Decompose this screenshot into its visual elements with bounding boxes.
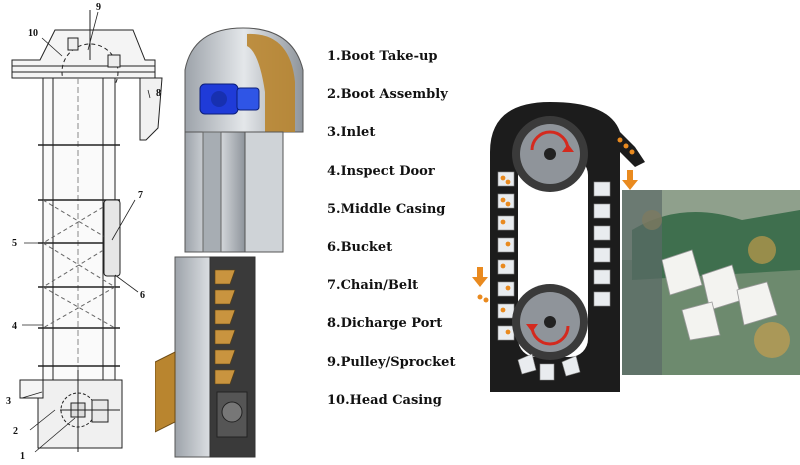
legend-item-chain-belt: 7.Chain/Belt [327, 278, 419, 294]
legend-item-boot-assembly: 2.Boot Assembly [327, 87, 448, 103]
legend-item-head-casing: 10.Head Casing [327, 392, 442, 408]
callout-4: 4 [12, 321, 17, 332]
parts-legend: 1.Boot Take-up 2.Boot Assembly 3.Inlet 4… [327, 48, 477, 430]
callout-2: 2 [13, 426, 18, 437]
callout-3: 3 [6, 396, 11, 407]
legend-item-inlet: 3.Inlet [327, 125, 376, 141]
legend-item-middle-casing: 5.Middle Casing [327, 201, 446, 217]
legend-item-boot-take-up: 1.Boot Take-up [327, 49, 438, 64]
head-pulley [512, 116, 588, 192]
boot-pulley [512, 284, 588, 360]
elevator-schematic: 1 2 3 4 5 6 7 8 9 10 [6, 2, 163, 462]
callout-6: 6 [140, 290, 145, 301]
callout-7: 7 [138, 190, 143, 201]
blue-motor-icon [199, 83, 260, 115]
elevator-cutaway [472, 102, 645, 392]
legend-item-pulley-sprocket: 9.Pulley/Sprocket [327, 354, 456, 370]
legend-item-discharge-port: 8.Dicharge Port [327, 316, 443, 332]
callout-9: 9 [96, 2, 101, 13]
right-buckets [593, 181, 611, 307]
callout-5: 5 [12, 238, 17, 249]
rotation-arrow-icon [530, 130, 570, 151]
head-section [184, 27, 304, 253]
flow-arrow-icon [472, 170, 638, 287]
legend-item-bucket: 6.Bucket [327, 239, 393, 255]
elevator-3d-render [155, 27, 304, 458]
callout-1: 1 [20, 451, 25, 462]
callout-10: 10 [28, 28, 38, 39]
bucket-photo [622, 190, 800, 375]
legend-item-inspect-door: 4.Inspect Door [327, 163, 435, 179]
callout-8: 8 [156, 88, 161, 99]
boot-section [155, 256, 256, 458]
